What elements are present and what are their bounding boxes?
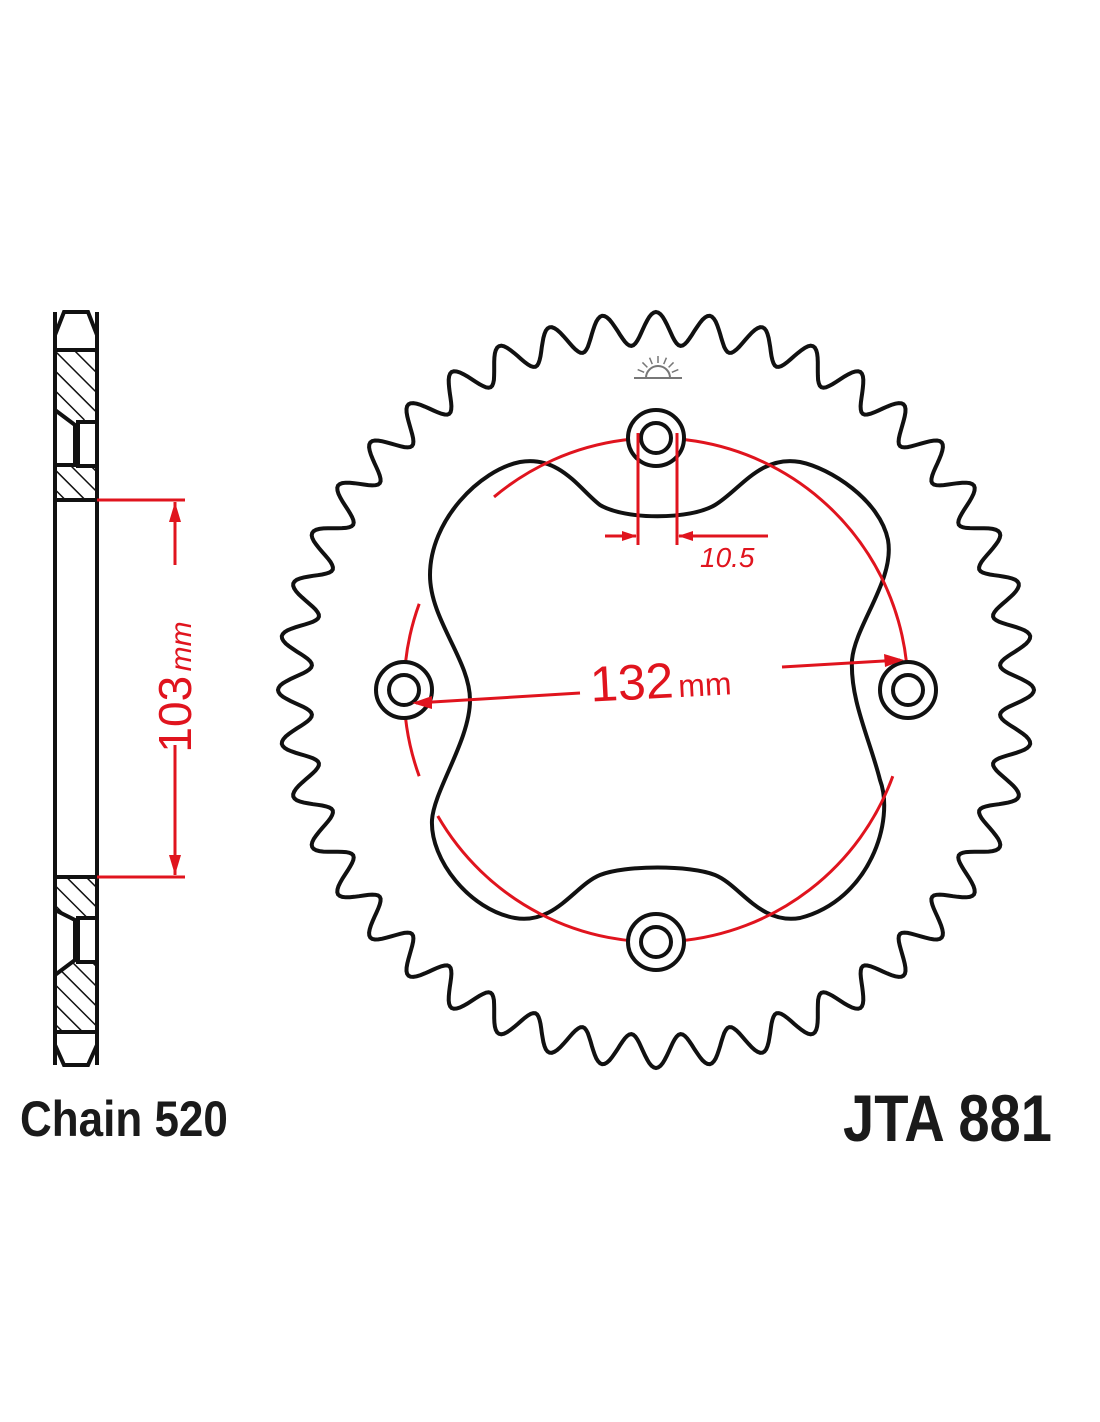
chain-size-label: Chain 520: [20, 1091, 228, 1147]
sprocket-teeth-outline: [275, 309, 1037, 1071]
arrow-head: [622, 531, 637, 541]
arrow-head: [412, 696, 432, 709]
hub-dimension: [97, 498, 185, 879]
bolt-circle-dimension-line: [415, 691, 581, 705]
side-profile-view: [53, 310, 99, 1067]
bolt-circle-value: 132: [588, 652, 675, 713]
bolt-circle-label: 132 mm: [589, 648, 733, 713]
sprocket-front-view: [275, 309, 1037, 1071]
hub-cutout: [427, 459, 891, 921]
bolt-hole: [639, 925, 673, 959]
hub-diameter-unit: mm: [165, 621, 198, 672]
brand-sun-logo-icon: [634, 356, 682, 379]
bolt-hole-label: 10.5: [700, 542, 755, 573]
bolt-circle-dimension-line: [781, 658, 901, 669]
part-number-label: JTA 881: [843, 1081, 1052, 1155]
bolt-circle-arc: [493, 436, 910, 691]
bolt-circle-unit: mm: [677, 665, 733, 705]
arrow-head: [884, 654, 904, 667]
hub-diameter-value: 103: [149, 675, 201, 753]
hub-diameter-label: 103 mm: [148, 612, 202, 762]
arrow-head: [678, 531, 693, 541]
bolt-hole: [639, 421, 673, 455]
bolt-hole: [891, 673, 925, 707]
bolt-hole: [387, 673, 421, 707]
